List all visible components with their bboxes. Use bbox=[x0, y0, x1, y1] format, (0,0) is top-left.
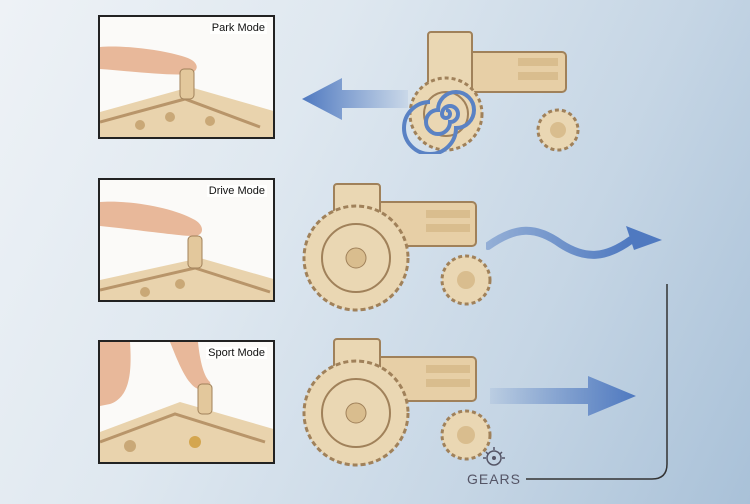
forward-arrow-icon bbox=[490, 376, 636, 416]
sport-mode-photo bbox=[100, 342, 273, 462]
wavy-arrow-icon bbox=[486, 226, 662, 259]
park-mode-label: Park Mode bbox=[209, 22, 267, 34]
drive-mode-panel: Drive Mode bbox=[98, 178, 275, 302]
gears-logo-text: GEARS bbox=[466, 471, 521, 487]
drive-mode-photo bbox=[100, 180, 273, 300]
tractor-sport-illustration bbox=[302, 338, 492, 467]
sport-mode-panel: Sport Mode bbox=[98, 340, 275, 464]
reverse-arrow-icon bbox=[302, 78, 408, 120]
drive-mode-label: Drive Mode bbox=[206, 185, 267, 197]
connector-line bbox=[526, 284, 668, 480]
gears-logo: GEARS bbox=[458, 444, 530, 494]
park-mode-photo bbox=[100, 17, 273, 137]
gear-logo-icon bbox=[483, 447, 505, 466]
sport-mode-label: Sport Mode bbox=[206, 347, 267, 359]
park-mode-panel: Park Mode bbox=[98, 15, 275, 139]
tractor-drive-illustration bbox=[302, 183, 492, 312]
tractor-park-illustration bbox=[402, 31, 580, 154]
